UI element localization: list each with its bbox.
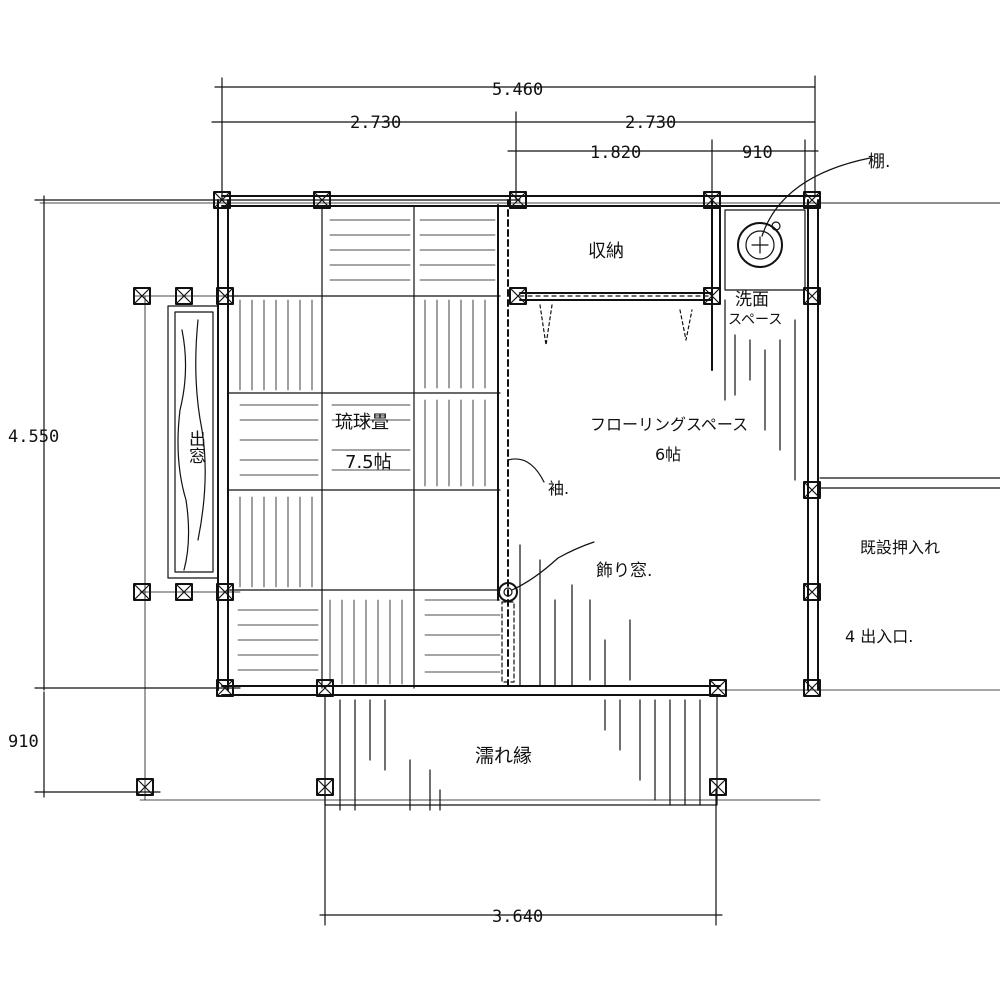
column-post xyxy=(175,583,193,601)
column-post-cross xyxy=(709,778,727,796)
annotation-exit: 4 出入口. xyxy=(845,627,913,646)
column-post xyxy=(213,191,231,209)
column-post xyxy=(313,191,331,209)
column-post xyxy=(803,583,821,601)
column-post-cross xyxy=(803,481,821,499)
column-post-cross xyxy=(803,287,821,305)
column-post-cross xyxy=(316,679,334,697)
column-post xyxy=(216,583,234,601)
leader-lines xyxy=(507,157,871,591)
column-post xyxy=(803,679,821,697)
column-post-cross xyxy=(133,287,151,305)
walls xyxy=(217,195,1000,696)
column-post xyxy=(216,679,234,697)
annotation-decorative-window: 飾り窓. xyxy=(596,561,652,581)
column-post-cross xyxy=(175,583,193,601)
dim-storage-width: 1.820 xyxy=(590,143,641,163)
column-post xyxy=(803,191,821,209)
dim-total-width: 5.460 xyxy=(492,80,543,100)
column-post-cross xyxy=(216,583,234,601)
decorative-window-icon xyxy=(498,582,518,683)
column-post-cross xyxy=(509,191,527,209)
dim-total-depth: 4.550 xyxy=(8,427,59,447)
annotation-existing-closet: 既設押入れ xyxy=(860,538,940,557)
column-post xyxy=(316,778,334,796)
annotation-shelf: 棚. xyxy=(868,152,890,172)
label-storage: 収納 xyxy=(588,241,624,262)
annotation-sode-kabe: 袖. xyxy=(548,479,569,498)
label-flooring: フローリングスペース xyxy=(590,415,748,434)
column-post xyxy=(316,679,334,697)
column-post-cross xyxy=(803,583,821,601)
column-post xyxy=(803,287,821,305)
column-post xyxy=(133,583,151,601)
sink-icon xyxy=(724,209,806,291)
label-tatami: 琉球畳 xyxy=(335,412,389,433)
column-post-cross xyxy=(316,778,334,796)
column-post xyxy=(703,287,721,305)
tatami-area xyxy=(227,205,501,689)
column-post xyxy=(216,287,234,305)
column-post xyxy=(709,778,727,796)
column-post-cross xyxy=(313,191,331,209)
dim-left-half: 2.730 xyxy=(350,113,401,133)
column-post-cross xyxy=(803,679,821,697)
label-flooring-size: 6帖 xyxy=(655,445,681,464)
dimension-lines xyxy=(34,75,1000,926)
column-post xyxy=(136,778,154,796)
dim-right-half: 2.730 xyxy=(625,113,676,133)
label-bay-window: 出窓 xyxy=(185,430,206,464)
label-wash-space: スペース xyxy=(728,312,782,328)
label-wash: 洗面 xyxy=(735,290,769,310)
deck xyxy=(324,694,718,811)
column-post-cross xyxy=(509,287,527,305)
column-post xyxy=(509,287,527,305)
column-post xyxy=(175,287,193,305)
dim-deck-width: 3.640 xyxy=(492,907,543,927)
column-post xyxy=(709,679,727,697)
column-post-cross xyxy=(703,191,721,209)
column-post xyxy=(703,191,721,209)
flooring-area xyxy=(519,295,796,686)
column-post-cross xyxy=(216,679,234,697)
column-post-cross xyxy=(709,679,727,697)
column-post-cross xyxy=(216,287,234,305)
columns xyxy=(133,191,821,796)
column-post-cross xyxy=(803,191,821,209)
label-tatami-size: 7.5帖 xyxy=(345,452,392,473)
bay-window xyxy=(167,305,219,579)
label-deck: 濡れ縁 xyxy=(475,745,532,767)
column-post-cross xyxy=(175,287,193,305)
dim-shelf-width: 910 xyxy=(742,143,773,163)
column-post xyxy=(803,481,821,499)
dim-deck-depth: 910 xyxy=(8,732,39,752)
column-post xyxy=(133,287,151,305)
column-post xyxy=(509,191,527,209)
column-post-cross xyxy=(213,191,231,209)
column-post-cross xyxy=(133,583,151,601)
column-post-cross xyxy=(136,778,154,796)
column-post-cross xyxy=(703,287,721,305)
